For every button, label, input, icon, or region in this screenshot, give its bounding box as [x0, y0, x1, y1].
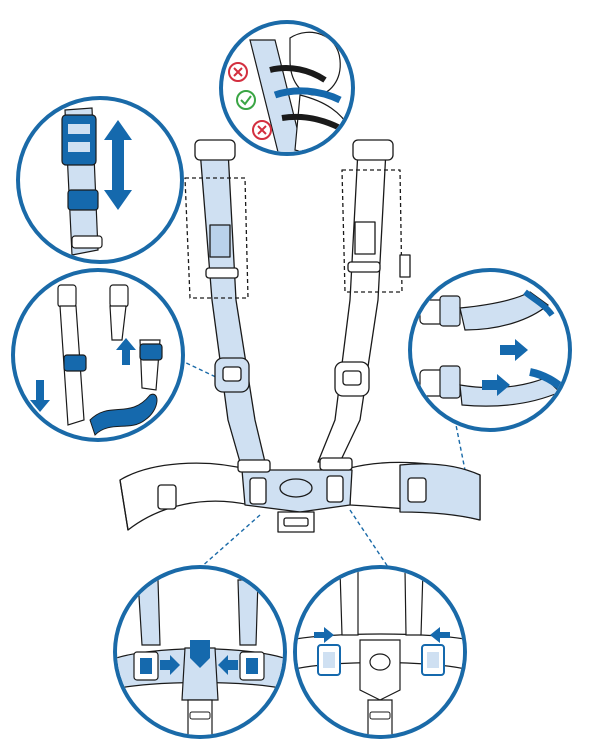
baby-head: [289, 31, 341, 96]
right-strap-top-loop: [352, 139, 394, 161]
connector-buckle-fasten: [199, 514, 261, 569]
left-strap-top-loop: [194, 139, 236, 161]
inset-ring: [11, 268, 185, 442]
buckle-right-tongue: [326, 475, 344, 503]
left-shoulder-strap: [184, 139, 266, 463]
waist-belt: [119, 461, 481, 531]
inset-shoulder-height: [219, 20, 355, 156]
main-harness: [119, 139, 481, 533]
seat-backrest: [249, 39, 306, 152]
inset-waist-strap-threading: [408, 268, 572, 432]
right-shoulder-strap: [317, 139, 411, 463]
x-circle-icon: [252, 120, 272, 140]
inset-shoulder-strap-threading: [11, 268, 185, 442]
right-backrest-slot: [341, 169, 403, 293]
x-circle-icon: [228, 62, 248, 82]
connector-shoulder-threading: [179, 359, 219, 379]
arrow-right-icon: [500, 339, 528, 361]
waist-strap-top: [459, 291, 549, 331]
inset-strap-length-adjust: [16, 96, 184, 264]
right-strap-body: [317, 149, 387, 463]
arrow-right-icon: [160, 655, 180, 675]
arrow-down-icon: [30, 380, 50, 412]
double-arrow-vertical-icon: [104, 120, 132, 210]
threading-slider-left: [63, 354, 87, 372]
inset-ring: [16, 96, 184, 264]
right-strap-label: [354, 221, 376, 255]
left-strap-slider: [205, 267, 239, 279]
waist-belt-left-white: [119, 462, 251, 531]
arrow-left-icon: [430, 627, 450, 643]
connector-lines: [179, 359, 469, 571]
buckle-left-tongue: [249, 477, 267, 505]
release-left-strap: [339, 569, 359, 636]
arrow-right-icon: [314, 627, 334, 643]
threading-wave-strap: [89, 393, 158, 436]
release-right-strap: [404, 569, 424, 636]
inset-buckle-release: [293, 565, 467, 739]
right-strap-tab: [399, 254, 411, 278]
right-strap-slider: [347, 261, 381, 273]
threading-slider-right: [139, 343, 163, 361]
connector-buckle-release: [349, 509, 391, 571]
arrow-up-icon: [116, 338, 136, 365]
inset-buckle-fasten: [113, 565, 287, 739]
check-circle-icon: [236, 90, 256, 110]
left-strap-body: [199, 149, 266, 463]
waist-slider-right: [407, 477, 427, 503]
adjust-strap-pad: [61, 114, 97, 166]
arrow-right-icon: [482, 374, 510, 396]
correct-strap-position: [273, 87, 342, 104]
buckle-release-button: [279, 478, 313, 498]
arrow-left-icon: [218, 655, 238, 675]
central-buckle: [237, 457, 353, 533]
adjust-strap-slider: [67, 189, 99, 211]
waist-slider-left: [157, 484, 177, 510]
left-strap-label: [209, 224, 231, 258]
